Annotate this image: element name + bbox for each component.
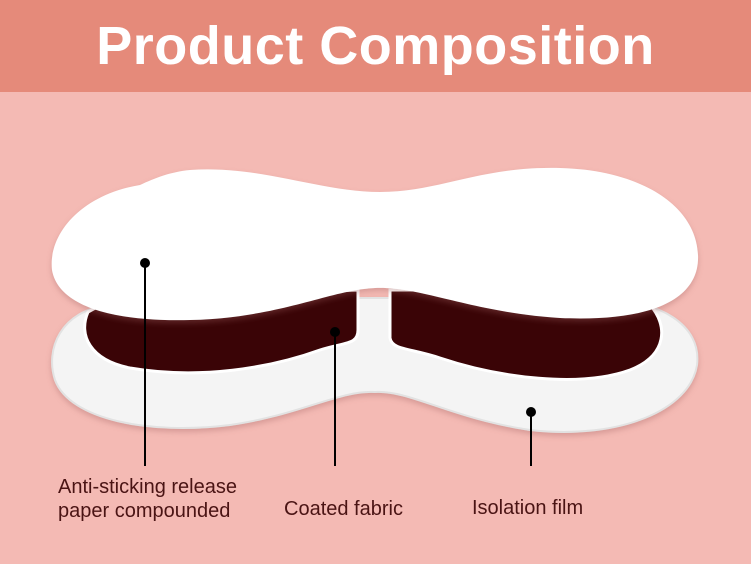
- label-coated-fabric: Coated fabric: [284, 498, 403, 520]
- label-release-paper-line1: Anti-sticking release: [58, 476, 237, 498]
- pointer-coated-fabric: [330, 327, 340, 466]
- pointer-isolation-film: [526, 407, 536, 466]
- label-release-paper-line2: paper compounded: [58, 500, 231, 522]
- release-paper-layer: [51, 167, 699, 321]
- header-banner: Product Composition: [0, 0, 751, 92]
- pointer-release-paper: [140, 258, 150, 466]
- label-release-paper: Anti-sticking release paper compounded: [58, 475, 237, 523]
- page-title: Product Composition: [96, 16, 655, 76]
- label-isolation-film: Isolation film: [472, 497, 584, 519]
